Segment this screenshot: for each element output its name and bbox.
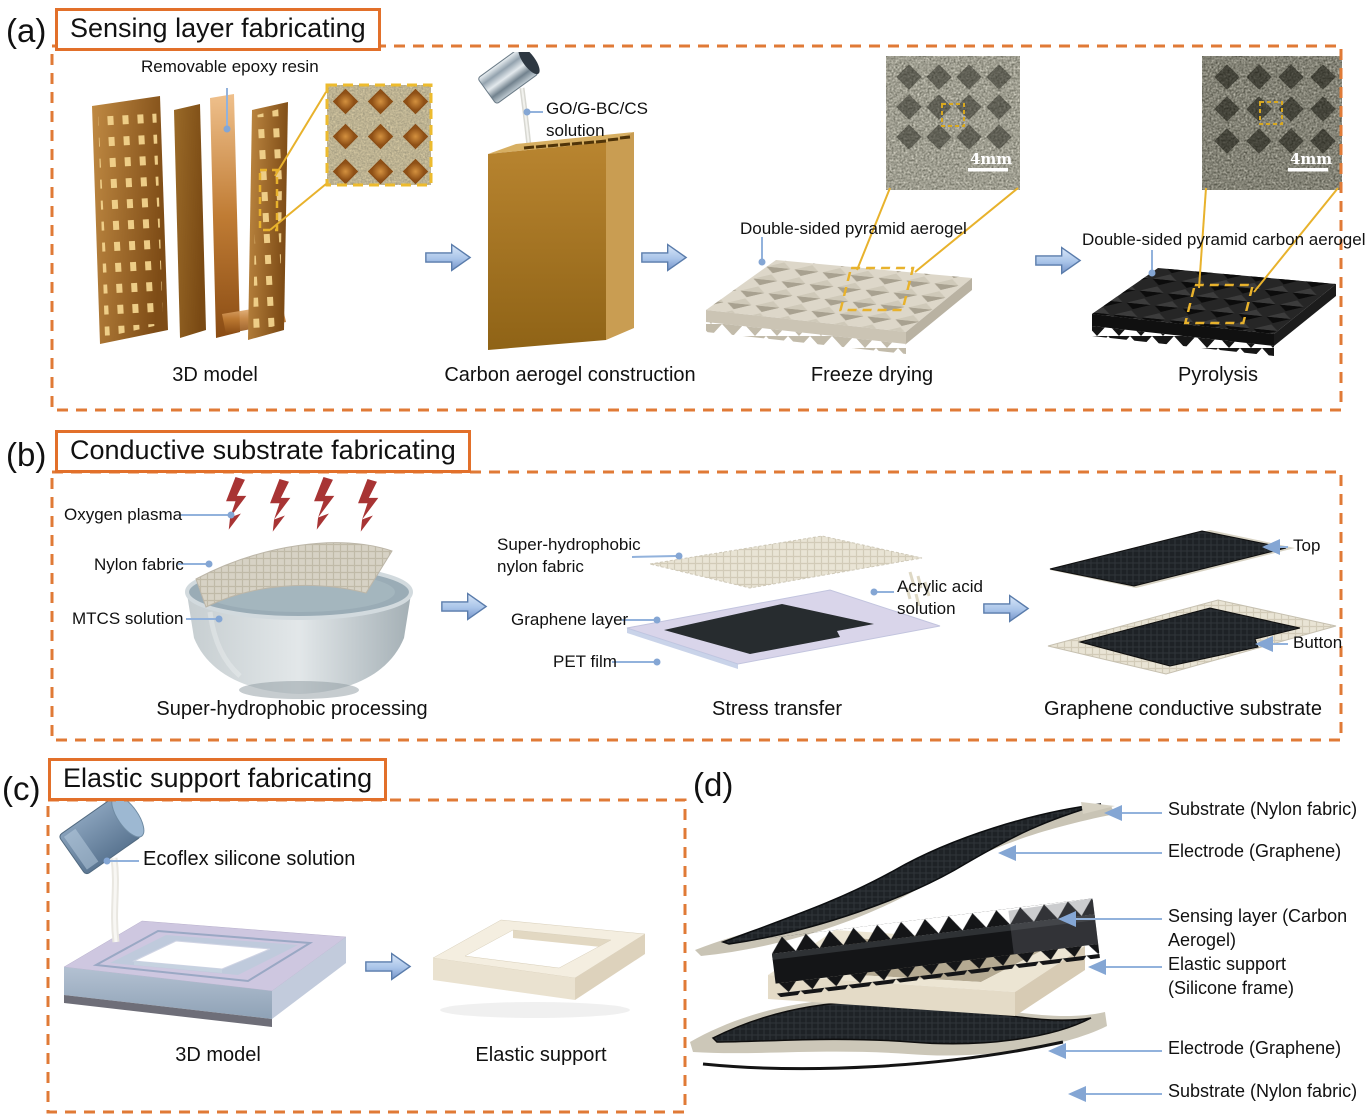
label-substrate-nylon-top: Substrate (Nylon fabric) <box>1168 799 1358 819</box>
label-acrylic-acid-line2: solution <box>897 599 956 618</box>
scale-bar-label: 4mm <box>970 150 1012 168</box>
label-sensing-layer-line1: Sensing layer (Carbon <box>1168 906 1348 926</box>
process-arrow-icon <box>1034 244 1082 277</box>
label-sensing-layer-line2: Aerogel) <box>1168 930 1237 950</box>
panel-a-tag: (a) <box>6 12 47 49</box>
label-mtcs-solution: MTCS solution <box>72 609 184 628</box>
mold-3d-model-illustration <box>92 94 288 344</box>
pyramid-aerogel-slab <box>706 260 972 354</box>
label-double-sided-pyramid-aerogel: Double-sided pyramid aerogel <box>740 219 967 238</box>
ecoflex-bucket-pouring <box>59 796 145 943</box>
metal-bucket-icon <box>478 52 540 104</box>
label-substrate-nylon-bottom: Substrate (Nylon fabric) <box>1168 1081 1358 1101</box>
label-acrylic-acid-line1: Acrylic acid <box>897 577 983 596</box>
label-double-sided-pyramid-carbon-aerogel: Double-sided pyramid carbon aerogel <box>1082 230 1366 249</box>
label-ecoflex-silicone-solution: Ecoflex silicone solution <box>143 848 356 870</box>
caption-3d-model: 3D model <box>172 364 258 386</box>
label-removable-epoxy-resin: Removable epoxy resin <box>141 57 319 76</box>
panel-c-tag: (c) <box>2 770 41 807</box>
panel-c-title: Elastic support fabricating <box>48 758 388 801</box>
label-electrode-graphene-top: Electrode (Graphene) <box>1168 841 1342 861</box>
sensor-exploded-view <box>690 802 1115 1071</box>
caption-carbon-aerogel-construction: Carbon aerogel construction <box>444 364 696 386</box>
label-oxygen-plasma: Oxygen plasma <box>64 505 183 524</box>
label-go-gbc-cs-solution-line2: solution <box>546 121 605 140</box>
caption-freeze-drying: Freeze drying <box>810 364 934 386</box>
process-arrow-icon <box>640 241 688 274</box>
label-bottom-sheet: Button <box>1293 633 1343 652</box>
label-elastic-support-line1: Elastic support <box>1168 954 1287 974</box>
blue-bucket-icon <box>59 796 145 875</box>
elastic-support-frame <box>432 919 646 1018</box>
caption-3d-model-c: 3D model <box>175 1044 261 1066</box>
panel-b-title: Conductive substrate fabricating <box>55 430 471 473</box>
caption-graphene-conductive-substrate: Graphene conductive substrate <box>1044 698 1322 720</box>
epoxy-resin-inset-photo <box>325 83 433 187</box>
label-pet-film: PET film <box>553 652 617 671</box>
process-arrow-icon <box>440 590 488 623</box>
label-electrode-graphene-bottom: Electrode (Graphene) <box>1168 1038 1342 1058</box>
caption-stress-transfer: Stress transfer <box>711 698 843 720</box>
caption-elastic-support: Elastic support <box>475 1044 607 1066</box>
caption-super-hydrophobic-processing: Super-hydrophobic processing <box>156 698 428 720</box>
panel-b-tag: (b) <box>6 436 47 473</box>
label-top-sheet: Top <box>1293 536 1321 555</box>
panel-d-tag: (d) <box>693 766 734 803</box>
scale-bar-label: 4mm <box>1290 150 1332 168</box>
freeze-dried-micrograph-inset: 4mm <box>886 56 1020 190</box>
pyrolyzed-micrograph-inset: 4mm <box>1202 56 1342 190</box>
nylon-fabric-sheet <box>195 542 393 608</box>
process-arrow-icon <box>424 241 472 274</box>
process-arrow-icon <box>364 950 412 983</box>
label-elastic-support-line2: (Silicone frame) <box>1168 978 1295 998</box>
label-super-hydrophobic-nylon-line1: Super-hydrophobic <box>497 535 641 554</box>
label-super-hydrophobic-nylon-line2: nylon fabric <box>497 557 584 576</box>
top-electrode-sheet <box>720 803 1102 945</box>
panel-a-title: Sensing layer fabricating <box>55 8 381 51</box>
pyramid-carbon-aerogel-slab <box>1092 268 1336 356</box>
label-go-gbc-cs-solution-line1: GO/G-BC/CS <box>546 99 649 118</box>
process-arrow-icon <box>982 592 1030 625</box>
label-nylon-fabric: Nylon fabric <box>94 555 184 574</box>
label-graphene-layer: Graphene layer <box>511 610 629 629</box>
sensing-layer-slab <box>770 898 1100 998</box>
caption-pyrolysis: Pyrolysis <box>1177 364 1259 386</box>
